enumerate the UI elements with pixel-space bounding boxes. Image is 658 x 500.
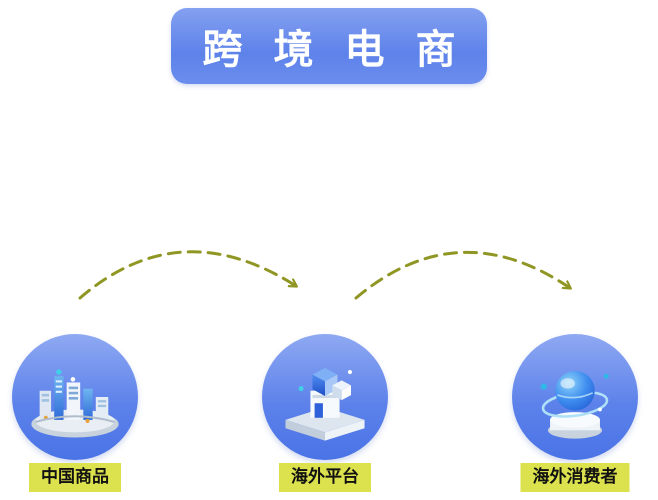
title-banner: 跨 境 电 商 — [171, 8, 487, 84]
node-label-china-goods: 中国商品 — [29, 463, 121, 493]
flow-arrow-goods-to-platform — [78, 250, 296, 300]
node-overseas-platform — [262, 334, 388, 460]
flow-arrow-platform-to-consumer — [354, 251, 570, 300]
node-label-overseas-consumer: 海外消费者 — [520, 463, 630, 493]
china-city-illustration — [31, 369, 119, 438]
node-overseas-consumer — [512, 334, 638, 460]
overseas-platform-illustration — [285, 367, 365, 441]
node-label-overseas-platform: 海外平台 — [279, 463, 371, 493]
node-china-goods — [12, 334, 138, 460]
page-title: 跨 境 电 商 — [202, 28, 466, 72]
overseas-consumer-illustration — [540, 371, 609, 439]
